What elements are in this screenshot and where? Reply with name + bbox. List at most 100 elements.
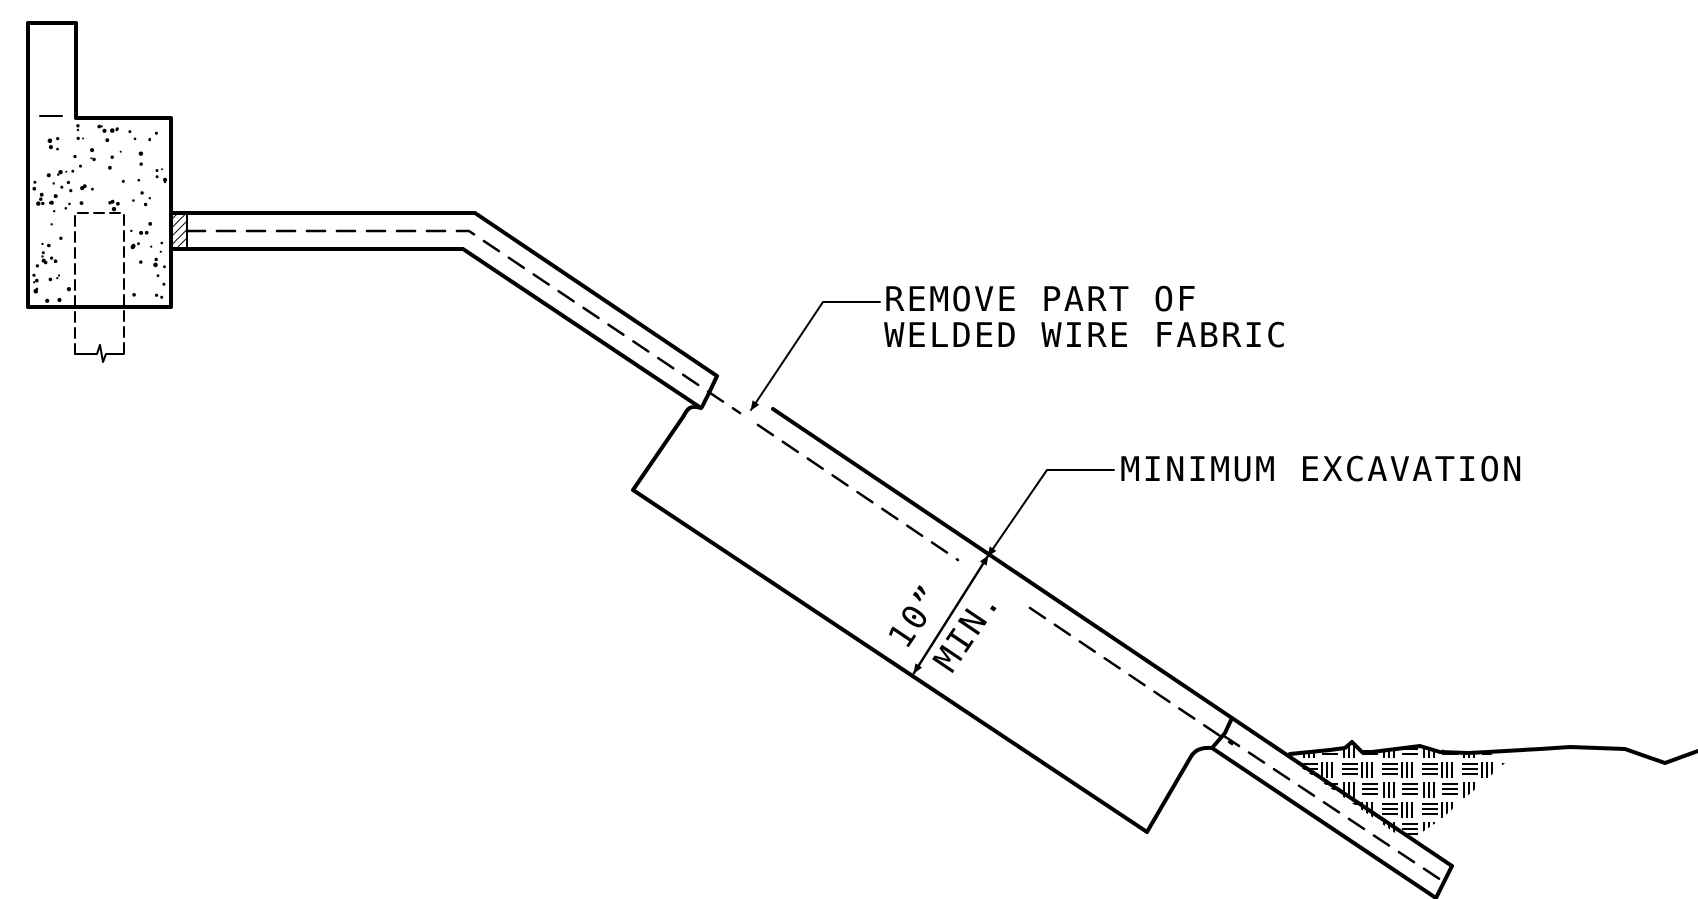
stipple-dot [76, 128, 80, 132]
stipple-dot [159, 250, 162, 253]
stipple-dot [79, 164, 82, 168]
stipple-dot [53, 194, 58, 199]
stipple-dot [133, 137, 137, 141]
stipple-dot [59, 236, 63, 240]
stipple-dot [39, 192, 44, 197]
stipple-dot [80, 186, 85, 191]
stipple-dot [76, 136, 80, 140]
stipple-dot [47, 243, 51, 248]
stipple-dot [160, 241, 164, 245]
callout-minimum-excavation-text: MINIMUM EXCAVATION [1120, 450, 1524, 490]
stipple-dot [65, 170, 68, 173]
stipple-dot [150, 245, 153, 248]
stipple-dot [79, 201, 84, 206]
stipple-dot [148, 197, 151, 200]
stipple-dot [154, 131, 158, 135]
concrete-stipple [32, 124, 168, 303]
stipple-dot [82, 137, 85, 140]
stipple-dot [39, 197, 43, 201]
callout-remove-line1: REMOVE PART OF [884, 280, 1199, 320]
stipple-dot [162, 177, 168, 182]
stipple-dot [97, 124, 101, 129]
stipple-dot [108, 165, 112, 170]
slope-paving-upper [169, 211, 742, 415]
stipple-dot [163, 265, 166, 269]
stipple-dot [33, 281, 36, 284]
stipple-dot [100, 125, 103, 128]
stipple-dot [68, 202, 71, 206]
stipple-dot [35, 287, 39, 291]
callout-minimum-excavation: MINIMUM EXCAVATION [987, 450, 1524, 557]
stipple-dot [119, 150, 122, 153]
stipple-dot [53, 210, 56, 213]
stipple-dot [140, 191, 144, 195]
stipple-dot [156, 274, 160, 278]
stipple-dot [155, 169, 159, 172]
stipple-dot [90, 157, 93, 160]
stipple-dot [48, 145, 53, 150]
stipple-dot [163, 180, 167, 184]
stipple-dot [41, 242, 44, 246]
stipple-dot [148, 222, 153, 226]
stipple-dot [35, 264, 40, 268]
stipple-dot [66, 180, 70, 185]
natural-ground [1288, 740, 1698, 842]
stipple-dot [56, 137, 60, 141]
stipple-dot [91, 187, 94, 191]
stipple-dot [132, 293, 136, 297]
stipple-dot [73, 154, 77, 159]
stipple-dot [110, 155, 114, 159]
stipple-dot [58, 170, 63, 175]
stipple-dot [44, 260, 48, 265]
stipple-dot [48, 277, 53, 282]
stipple-dot [41, 201, 45, 206]
stipple-dot [137, 178, 141, 182]
stipple-dot [137, 242, 140, 246]
concrete-wall [26, 21, 173, 363]
stipple-dot [102, 128, 107, 133]
stipple-dot [139, 230, 144, 235]
minimum-excavation-outline [631, 404, 1234, 834]
stipple-dot [36, 201, 41, 206]
stipple-dot [132, 199, 135, 202]
stipple-dot [41, 251, 45, 255]
stipple-dot [154, 257, 158, 262]
stipple-dot [128, 130, 132, 134]
stipple-dot [71, 169, 75, 173]
stipple-dot [160, 295, 164, 299]
stipple-dot [162, 282, 166, 286]
stipple-dot [139, 260, 143, 264]
stipple-dot [50, 223, 53, 226]
stipple-dot [153, 262, 158, 268]
stipple-dot [148, 138, 152, 142]
stipple-dot [144, 230, 149, 235]
stipple-dot [130, 229, 133, 233]
stipple-dot [32, 186, 37, 191]
stipple-dot [110, 128, 115, 133]
stipple-dot [47, 138, 53, 144]
stipple-dot [155, 175, 159, 179]
stipple-dot [60, 185, 64, 189]
stipple-dot [69, 189, 73, 193]
callout-remove-wire-fabric: REMOVE PART OF WELDED WIRE FABRIC [750, 280, 1288, 411]
stipple-dot [66, 287, 71, 292]
stipple-dot [143, 202, 148, 207]
stipple-dot [57, 297, 62, 303]
stipple-dot [35, 278, 39, 283]
stipple-dot [121, 179, 125, 183]
stipple-dot [64, 207, 68, 210]
stipple-dot [139, 162, 143, 166]
stipple-dot [115, 128, 119, 132]
stipple-dot [58, 274, 61, 277]
stipple-dot [50, 256, 54, 260]
callout-remove-line2: WELDED WIRE FABRIC [884, 316, 1288, 356]
stipple-dot [48, 201, 52, 205]
stipple-dot [155, 293, 159, 297]
thickness-dimension: 10” MIN. [880, 554, 1010, 679]
stipple-dot [32, 273, 36, 277]
stipple-dot [90, 148, 95, 153]
stipple-dot [56, 147, 59, 151]
stipple-dot [116, 201, 120, 206]
stipple-dot [131, 243, 136, 249]
